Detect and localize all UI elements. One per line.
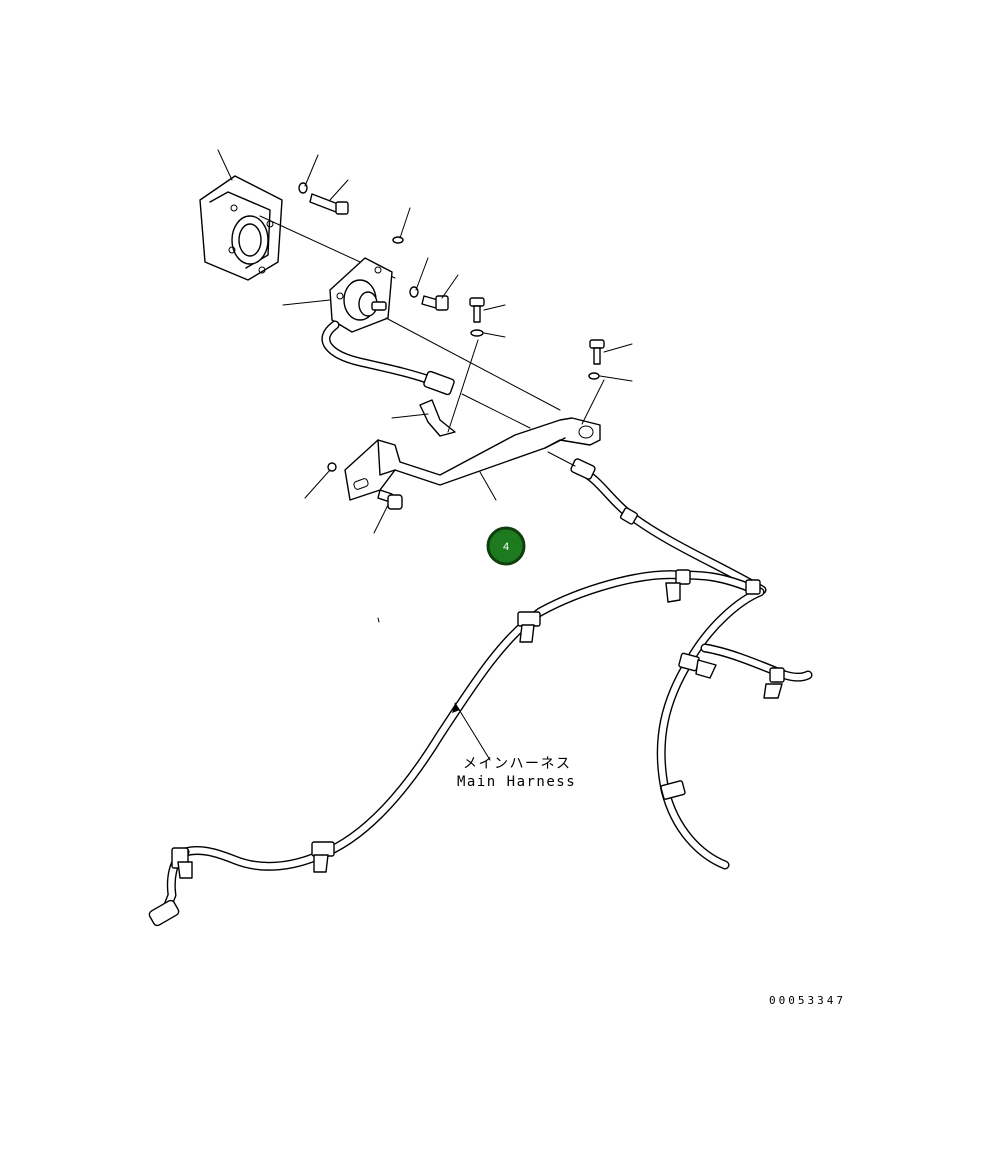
bolt-1 bbox=[309, 193, 349, 215]
harness-label-jp: メインハーネス bbox=[463, 756, 572, 772]
harness-label-en: Main Harness bbox=[457, 774, 576, 790]
harness-clip-5 bbox=[763, 667, 785, 699]
harness-clip-4 bbox=[678, 652, 717, 679]
flange-housing bbox=[199, 175, 396, 281]
mounting-bracket bbox=[344, 417, 601, 501]
harness-clip-8 bbox=[171, 847, 193, 879]
bolt-2 bbox=[421, 295, 449, 311]
harness-clip-7 bbox=[311, 841, 335, 873]
drawing-number: 00053347 bbox=[769, 994, 846, 1007]
main-harness bbox=[148, 458, 813, 927]
bolt-4 bbox=[589, 339, 605, 365]
washer-5 bbox=[327, 462, 337, 472]
harness-clip-3 bbox=[745, 579, 761, 595]
harness-clip-2 bbox=[517, 611, 541, 643]
washer-3 bbox=[470, 329, 484, 337]
speed-sensor bbox=[321, 257, 561, 411]
washer-4 bbox=[588, 372, 600, 380]
clip-small bbox=[419, 399, 456, 437]
bolt-3 bbox=[469, 297, 485, 323]
pin-1 bbox=[392, 236, 404, 244]
harness-clip-6 bbox=[660, 780, 686, 800]
harness-clip-1 bbox=[665, 569, 691, 603]
bolt-5 bbox=[377, 489, 403, 510]
callout-badge[interactable]: 4 bbox=[486, 526, 526, 566]
leader-lines bbox=[217, 149, 633, 761]
callout-badge-label: 4 bbox=[503, 541, 509, 553]
